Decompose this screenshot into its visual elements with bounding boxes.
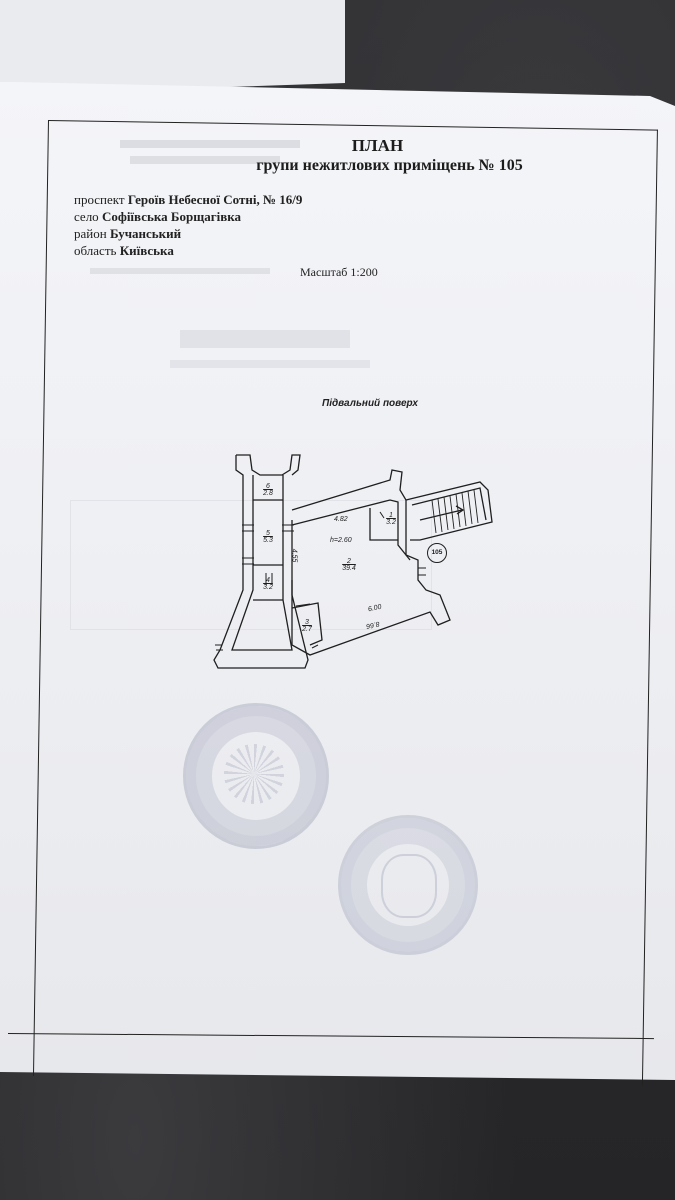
round-seal-2 xyxy=(338,815,478,955)
room-3-number-text: 3 xyxy=(305,619,309,626)
room-5-label: 5 5.3 xyxy=(262,530,274,544)
district-value: Бучанський xyxy=(109,226,182,241)
room-4-label: 4 3.2 xyxy=(262,577,274,591)
room-1-label: 1 3.2 xyxy=(384,512,398,526)
address-region: область Київська xyxy=(74,243,174,259)
room-6-area-text: 2.8 xyxy=(263,490,273,497)
room-4-area-text: 3.2 xyxy=(263,584,273,591)
village-value: Софіївська Борщагівка xyxy=(101,209,242,224)
room-1-number-text: 1 xyxy=(389,512,393,519)
room-2-label: 2 39.4 xyxy=(340,558,358,572)
room-2-wall xyxy=(291,469,451,656)
floor-label: Підвальний поверх xyxy=(322,398,418,409)
village-label: село xyxy=(74,209,99,224)
room-1-wall xyxy=(369,508,398,541)
address-street: проспект Героїв Небесної Сотні, № 16/9 xyxy=(74,192,302,208)
height-label: h=2.60 xyxy=(330,537,352,544)
dimension-4-82: 4.82 xyxy=(334,516,348,523)
scale-label: Масштаб 1:200 xyxy=(300,265,378,279)
room-2-number-text: 2 xyxy=(347,558,351,565)
page-title: ПЛАН xyxy=(351,136,404,155)
dimension-8-66: 8.66 xyxy=(365,619,381,630)
room-2-area-text: 39.4 xyxy=(342,565,356,572)
corridor-top-wall xyxy=(236,454,301,476)
dimension-6-00: 6.00 xyxy=(367,603,383,614)
room-3-area-text: 2.7 xyxy=(302,626,312,633)
paper-sheet xyxy=(0,82,675,1080)
room-4-number-text: 4 xyxy=(266,577,270,584)
group-number-badge: 105 xyxy=(427,543,447,563)
dimension-4-55: 4.55 xyxy=(290,548,298,563)
room-6-label: 6 2.8 xyxy=(262,483,274,497)
street-label: проспект xyxy=(74,192,125,207)
address-district: район Бучанський xyxy=(74,226,181,242)
room-1-area-text: 3.2 xyxy=(386,519,396,526)
street-value: Героїв Небесної Сотні, № 16/9 xyxy=(127,192,303,207)
corridor-wall xyxy=(213,455,309,669)
staircase-wall xyxy=(405,481,493,541)
district-label: район xyxy=(74,226,107,241)
page-subtitle: групи нежитлових приміщень № 105 xyxy=(256,157,523,174)
room-6-number-text: 6 xyxy=(266,483,270,490)
room-5-number-text: 5 xyxy=(266,530,270,537)
round-seal-1 xyxy=(183,703,329,849)
region-value: Київська xyxy=(119,243,174,258)
room-3-wall xyxy=(291,602,323,646)
room-5-area-text: 5.3 xyxy=(263,537,273,544)
address-village: село Софіївська Борщагівка xyxy=(74,209,241,225)
room-3-label: 3 2.7 xyxy=(301,619,313,633)
region-label: область xyxy=(74,243,117,258)
